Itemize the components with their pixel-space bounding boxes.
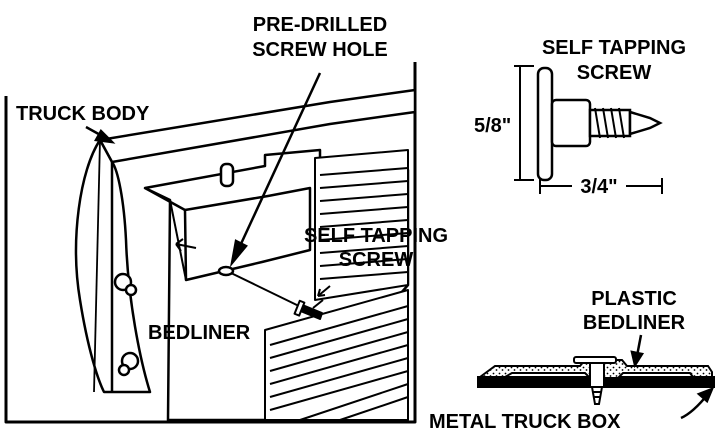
leader-lines bbox=[85, 72, 322, 268]
screw-arrow-a bbox=[317, 285, 331, 297]
latch-knob-upper bbox=[113, 272, 138, 297]
section-screw-tip bbox=[590, 386, 604, 405]
screw-shank bbox=[550, 98, 592, 148]
leader-truck-body-arrowhead bbox=[94, 128, 116, 144]
section-screw-shank bbox=[589, 362, 605, 388]
label-plastic-bedliner: BEDLINER bbox=[583, 312, 686, 334]
truck-body-rail bbox=[98, 88, 417, 164]
flap-arrow bbox=[175, 238, 197, 252]
screw-detail bbox=[536, 66, 663, 182]
cross-section-leaders bbox=[630, 334, 715, 420]
label-screw-hole: SCREW HOLE bbox=[252, 39, 388, 61]
screw-tip bbox=[628, 110, 663, 136]
screw-hole bbox=[217, 265, 235, 277]
screw-drawing-small bbox=[293, 299, 323, 320]
screw-head bbox=[536, 66, 554, 182]
label-screw-top: SCREW bbox=[577, 62, 652, 84]
screw-arrow-b bbox=[312, 299, 324, 309]
ribbed-bed-floor bbox=[264, 289, 409, 421]
label-bedliner: BEDLINER bbox=[148, 322, 251, 344]
label-dim-length: 3/4" bbox=[580, 176, 617, 198]
label-screw-mid: SCREW bbox=[339, 249, 414, 271]
leader-pre-drilled-arrowhead bbox=[229, 239, 248, 268]
latch-knob-lower bbox=[117, 351, 140, 377]
cross-section bbox=[476, 356, 715, 405]
leader-pre-drilled bbox=[238, 72, 322, 247]
label-truck-body: TRUCK BODY bbox=[16, 103, 150, 125]
labels: PRE-DRILLED SCREW HOLE TRUCK BODY SELF T… bbox=[16, 14, 686, 433]
label-pre-drilled: PRE-DRILLED bbox=[253, 14, 387, 36]
wall-slot bbox=[219, 162, 235, 188]
illustration-frame bbox=[4, 62, 417, 424]
label-self-tapping-top: SELF TAPPING bbox=[542, 37, 686, 59]
label-metal-truck-box: METAL TRUCK BOX bbox=[429, 411, 621, 433]
label-self-tapping-mid: SELF TAPPING bbox=[304, 225, 448, 247]
truck-illustration bbox=[4, 62, 417, 424]
dimension-lines bbox=[514, 65, 663, 194]
label-dim-height: 5/8" bbox=[474, 115, 511, 137]
label-plastic: PLASTIC bbox=[591, 288, 677, 310]
ribbed-side-wall bbox=[314, 149, 409, 301]
